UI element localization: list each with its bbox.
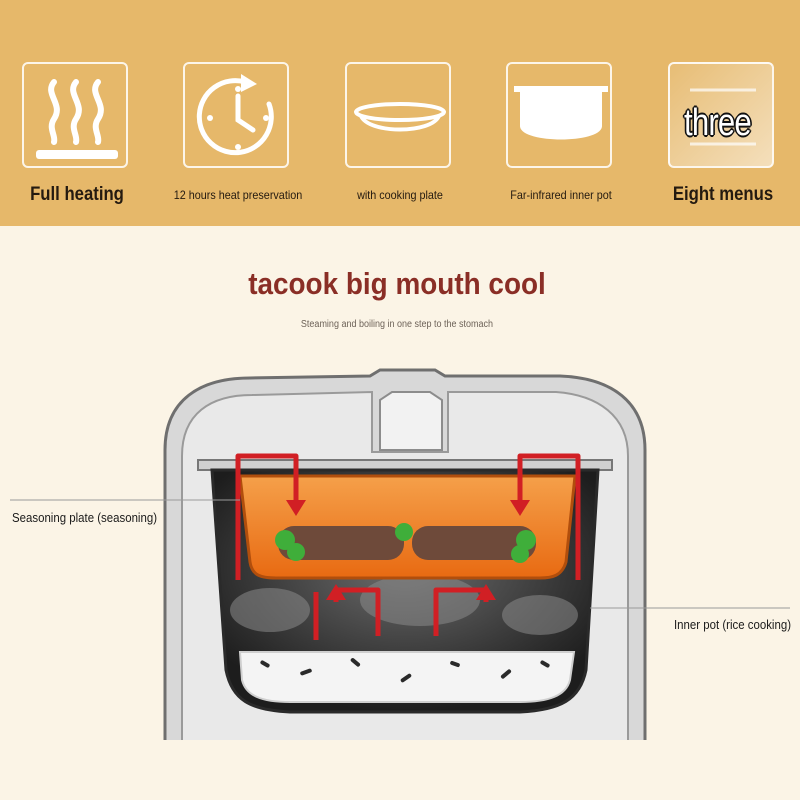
feature-heat-preservation: 12 hours heat preservation	[174, 62, 302, 202]
feature-band: Full heating 12 hours heat preservation	[0, 0, 800, 226]
feature-full-heating: Full heating	[22, 62, 132, 205]
menu-icon	[690, 88, 756, 146]
inner-pot-icon	[514, 86, 608, 140]
menu-overlay-text: three	[684, 102, 752, 144]
feature-icon-frame: three	[668, 62, 774, 168]
callout-seasoning-plate: Seasoning plate (seasoning)	[12, 510, 158, 525]
cooker-cross-section-diagram	[10, 368, 790, 740]
feature-label: with cooking plate	[357, 188, 443, 202]
clock-timer-icon	[196, 74, 274, 156]
feature-icon-frame	[345, 62, 451, 168]
feature-label: 12 hours heat preservation	[173, 188, 303, 202]
feature-icon-frame	[506, 62, 612, 168]
page-subtitle: Steaming and boiling in one step to the …	[300, 319, 494, 330]
feature-label: Full heating	[30, 184, 124, 205]
feature-label: Eight menus	[672, 184, 774, 205]
feature-eight-menus: three Eight menus	[668, 62, 778, 205]
feature-icon-frame	[183, 62, 289, 168]
feature-label: Far-infrared inner pot	[510, 188, 612, 202]
feature-cooking-plate: with cooking plate	[345, 62, 455, 202]
steam-heat-icon	[36, 79, 118, 159]
cooking-plate-icon	[354, 102, 446, 132]
page-title: tacook big mouth cool	[248, 266, 546, 301]
callout-inner-pot: Inner pot (rice cooking)	[674, 617, 791, 632]
feature-inner-pot: Far-infrared inner pot	[506, 62, 616, 202]
feature-icon-frame	[22, 62, 128, 168]
